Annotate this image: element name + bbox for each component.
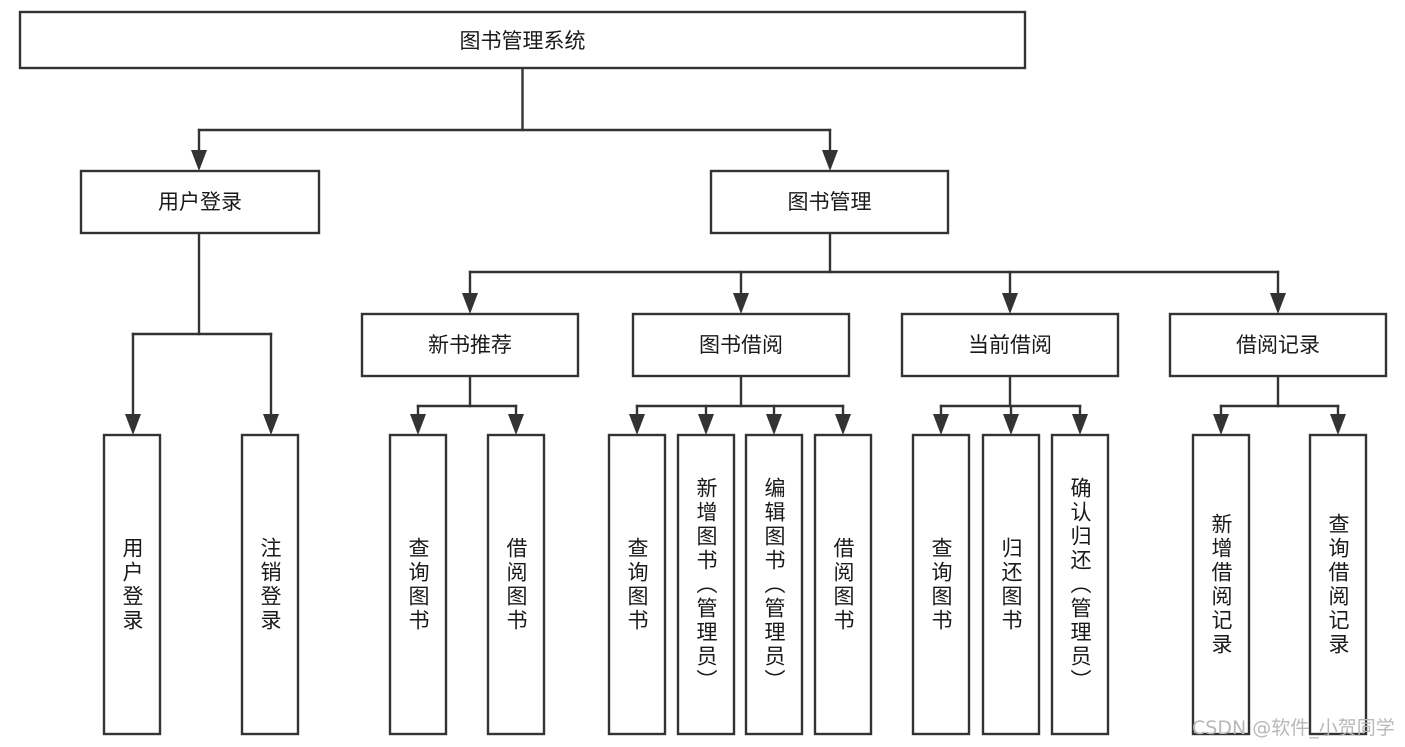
node-layer: 图书管理系统 用户登录 图书管理 新书推荐 图书借阅 当前借阅 借阅记录 xyxy=(18,10,1388,736)
node-new-book-rec-box[interactable] xyxy=(360,312,580,378)
arrowhead-root-to-user-login xyxy=(191,150,207,171)
arrowhead-current-borrow-leaf3 xyxy=(1072,414,1088,435)
node-leaf-query-book-1-box[interactable] xyxy=(388,433,448,736)
edge-layer xyxy=(125,66,1346,435)
node-book-manage-label: 图书管理 xyxy=(788,190,872,214)
node-user-login-box[interactable] xyxy=(79,169,321,235)
node-leaf-return-book-box[interactable] xyxy=(981,433,1041,736)
node-leaf-edit-book-box[interactable] xyxy=(744,433,804,736)
node-leaf-borrow-book-2-box[interactable] xyxy=(813,433,873,736)
node-current-borrow-box[interactable] xyxy=(900,312,1120,378)
arrowhead-book-borrow-leaf3 xyxy=(766,414,782,435)
node-book-manage-box[interactable] xyxy=(709,169,950,235)
arrowhead-current-borrow-leaf2 xyxy=(1003,414,1019,435)
arrowhead-book-borrow-leaf4 xyxy=(835,414,851,435)
node-book-borrow-box[interactable] xyxy=(631,312,851,378)
arrowhead-book-borrow-leaf1 xyxy=(629,414,645,435)
arrowhead-user-login-to-leaf2 xyxy=(263,414,279,435)
node-new-book-rec-label: 新书推荐 xyxy=(428,333,512,357)
node-root-box[interactable] xyxy=(18,10,1027,70)
arrowhead-borrow-record-leaf2 xyxy=(1330,414,1346,435)
arrowhead-to-current-borrow xyxy=(1002,293,1018,314)
node-leaf-user-logout-box[interactable] xyxy=(240,433,300,736)
arrowhead-to-borrow-record xyxy=(1270,293,1286,314)
node-leaf-add-record-box[interactable] xyxy=(1191,433,1251,736)
csdn-watermark: CSDN @软件_小贺同学 xyxy=(1192,717,1395,739)
node-leaf-query-record-box[interactable] xyxy=(1308,433,1368,736)
arrowhead-to-new-book-rec xyxy=(462,293,478,314)
node-leaf-borrow-book-1-box[interactable] xyxy=(486,433,546,736)
node-leaf-query-book-3-box[interactable] xyxy=(911,433,971,736)
arrowhead-borrow-record-leaf1 xyxy=(1213,414,1229,435)
node-leaf-confirm-return-box[interactable] xyxy=(1050,433,1110,736)
arrowhead-new-book-rec-leaf2 xyxy=(508,414,524,435)
node-leaf-add-book-box[interactable] xyxy=(676,433,736,736)
node-root-label: 图书管理系统 xyxy=(460,29,586,53)
node-user-login-label: 用户登录 xyxy=(158,190,242,214)
node-leaf-user-login-box[interactable] xyxy=(102,433,162,736)
arrowhead-new-book-rec-leaf1 xyxy=(410,414,426,435)
node-leaf-query-book-2-box[interactable] xyxy=(607,433,667,736)
node-current-borrow-label: 当前借阅 xyxy=(968,333,1052,357)
node-book-borrow-label: 图书借阅 xyxy=(699,333,783,357)
arrowhead-to-book-borrow xyxy=(733,293,749,314)
arrowhead-root-to-book-manage xyxy=(822,150,838,171)
arrowhead-current-borrow-leaf1 xyxy=(933,414,949,435)
node-borrow-record-label: 借阅记录 xyxy=(1236,333,1320,357)
node-borrow-record-box[interactable] xyxy=(1168,312,1388,378)
arrowhead-user-login-to-leaf1 xyxy=(125,414,141,435)
arrowhead-book-borrow-leaf2 xyxy=(698,414,714,435)
